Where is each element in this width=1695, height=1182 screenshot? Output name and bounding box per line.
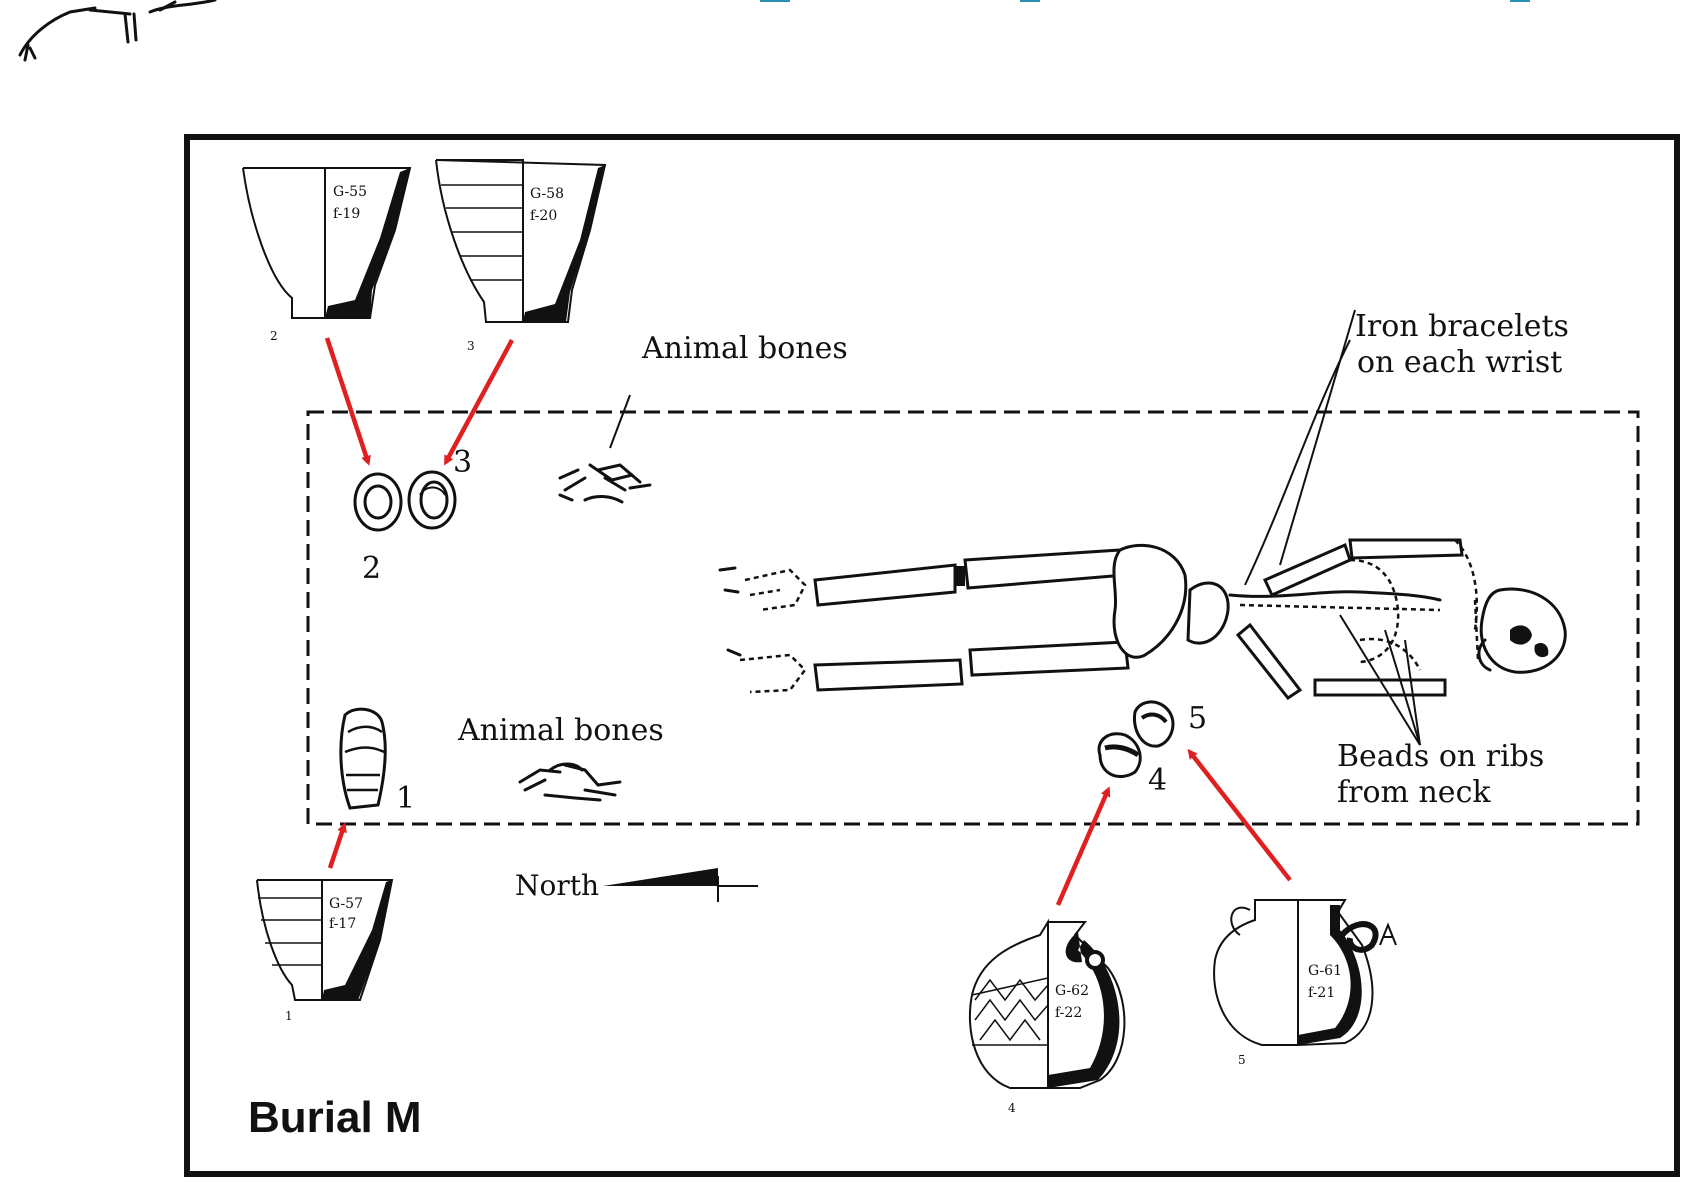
grave-number-3: 3 [453, 445, 472, 480]
vessel-g62-form: f-22 [1055, 1005, 1082, 1021]
vessel-g61-id: G-61 [1308, 963, 1342, 979]
grave-vessel-3 [407, 470, 457, 530]
vessel-g57-id: G-57 [329, 896, 363, 912]
vessel-g62-id: G-62 [1055, 983, 1089, 999]
grave-outline [306, 410, 1640, 826]
note-iron-bracelets-line2: on each wrist [1357, 345, 1562, 380]
grave-number-2: 2 [362, 551, 381, 586]
vessel-g58-id: G-58 [530, 186, 564, 202]
vessel-g58-number: 3 [467, 339, 475, 353]
note-animal-bones-bottom: Animal bones [457, 713, 664, 748]
red-arrows [324, 337, 1292, 906]
vessel-g57-number: 1 [285, 1009, 293, 1023]
vessel-g57: G-57 f-17 1 [256, 879, 394, 1023]
grave-vessel-5 [1132, 700, 1175, 748]
corner-animal-drawing [18, 0, 217, 62]
leader-lines [609, 309, 1421, 746]
figure-title: Burial M [248, 1093, 422, 1142]
skeleton [718, 538, 1567, 701]
grave-vessel-1 [339, 707, 387, 810]
note-iron-bracelets-line1: Iron bracelets [1355, 309, 1569, 344]
note-beads-line1: Beads on ribs [1337, 739, 1544, 774]
vessel-g62: G-62 f-22 4 [968, 918, 1126, 1115]
vessel-g61-form: f-21 [1308, 985, 1335, 1001]
grave-number-1: 1 [396, 781, 415, 816]
north-label: North [515, 869, 599, 902]
vessel-g58: G-58 f-20 3 [435, 159, 607, 353]
vessel-g55-number: 2 [270, 329, 278, 343]
vessel-g62-number: 4 [1008, 1101, 1016, 1115]
vessel-g61: G-61 f-21 5 [1213, 899, 1397, 1067]
figure-frame [184, 134, 1680, 1177]
animal-bones-bottom [518, 762, 622, 802]
note-beads-line2: from neck [1337, 775, 1491, 810]
grave-vessel-4 [1097, 732, 1142, 778]
grave-vessel-2 [353, 472, 403, 532]
vessel-g61-number: 5 [1238, 1053, 1246, 1067]
grave-number-5: 5 [1188, 701, 1207, 736]
grave-number-4: 4 [1148, 763, 1167, 798]
vessel-g58-form: f-20 [530, 208, 557, 224]
vessel-g55-id: G-55 [333, 184, 367, 200]
animal-bones-top [558, 463, 652, 504]
vessel-g55: G-55 f-19 2 [242, 167, 412, 343]
north-arrow [603, 868, 758, 902]
vessel-g55-form: f-19 [333, 206, 360, 222]
vessel-g57-form: f-17 [329, 916, 356, 932]
note-animal-bones-top: Animal bones [641, 331, 848, 366]
